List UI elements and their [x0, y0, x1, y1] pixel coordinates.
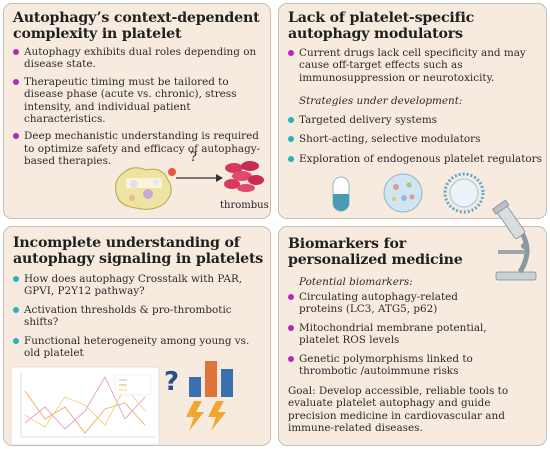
bullet-list: Current drugs lack cell specificity and … [288, 47, 543, 84]
biomarkers-subtitle: Potential biomarkers: [299, 276, 413, 288]
bar-chart-icon [189, 361, 233, 397]
list-item: Circulating autophagy-related proteins (… [288, 291, 488, 316]
bullet-dot [288, 117, 294, 123]
list-item: Mitochondrial membrane potential, platel… [288, 322, 488, 347]
bullet-list: Circulating autophagy-related proteins (… [288, 291, 488, 377]
thrombus-label: thrombus [220, 200, 269, 211]
bullet-dot [288, 324, 294, 331]
list-item: Autophagy exhibits dual roles depending … [13, 46, 265, 71]
list-item: Short-acting, selective modulators [288, 133, 543, 145]
panel-autophagy-complexity: Autophagy’s context-dependent complexity… [3, 3, 271, 219]
liposome-icon [443, 172, 485, 214]
bullet-dot [288, 294, 294, 300]
list-item: Functional heterogeneity among young vs.… [13, 335, 265, 360]
bullet-dot [288, 155, 294, 162]
list-item: Current drugs lack cell specificity and … [288, 47, 543, 84]
platelet-illustration [115, 167, 176, 210]
bullet-dot [13, 337, 19, 344]
lightning-icon [186, 401, 226, 431]
bullet-dot [288, 136, 294, 143]
bullet-dot [288, 355, 294, 362]
bullet-dot [288, 50, 294, 56]
nanoparticle-icon [383, 173, 423, 213]
arrow-icon [176, 174, 223, 182]
bullet-dot [13, 78, 19, 85]
bullet-dot [13, 49, 19, 55]
microscope-icon [492, 200, 537, 281]
capsule-icon [332, 176, 350, 212]
bullet-dot [13, 276, 19, 282]
question-mark: ? [190, 150, 197, 165]
panel-autophagy-signaling: Incomplete understanding of autophagy si… [3, 226, 271, 446]
bullet-dot [13, 306, 19, 313]
list-item: Exploration of endogenous platelet regul… [288, 153, 543, 165]
list-item: Genetic polymorphisms linked to thrombot… [288, 353, 488, 378]
panel-title: Lack of platelet-specific autophagy modu… [288, 10, 475, 42]
panel-title: Biomarkers for personalized medicine [288, 236, 463, 268]
goal-text: Goal: Develop accessible, reliable tools… [288, 385, 509, 435]
panel-modulators: Lack of platelet-specific autophagy modu… [278, 3, 547, 219]
strategy-list: Targeted delivery systems Short-acting, … [288, 114, 543, 165]
list-item: Deep mechanistic understanding is requir… [13, 130, 265, 167]
panel-title: Incomplete understanding of autophagy si… [13, 235, 264, 267]
line-chart-illustration [10, 366, 160, 445]
panel-title: Autophagy’s context-dependent complexity… [13, 10, 260, 42]
list-item: Activation thresholds & pro-thrombotic s… [13, 304, 265, 329]
list-item: How does autophagy Crosstalk with PAR, G… [13, 273, 265, 298]
thrombus-icon [224, 161, 264, 192]
bullet-list: Autophagy exhibits dual roles depending … [13, 46, 265, 168]
strategies-subtitle: Strategies under development: [299, 95, 463, 107]
bullet-list: How does autophagy Crosstalk with PAR, G… [13, 273, 265, 359]
bullet-dot [13, 133, 19, 140]
list-item: Targeted delivery systems [288, 114, 543, 126]
list-item: Therapeutic timing must be tailored to d… [13, 76, 265, 126]
question-mark-icon: ? [164, 367, 180, 397]
panel-biomarkers: Biomarkers for personalized medicine Pot… [278, 226, 547, 446]
